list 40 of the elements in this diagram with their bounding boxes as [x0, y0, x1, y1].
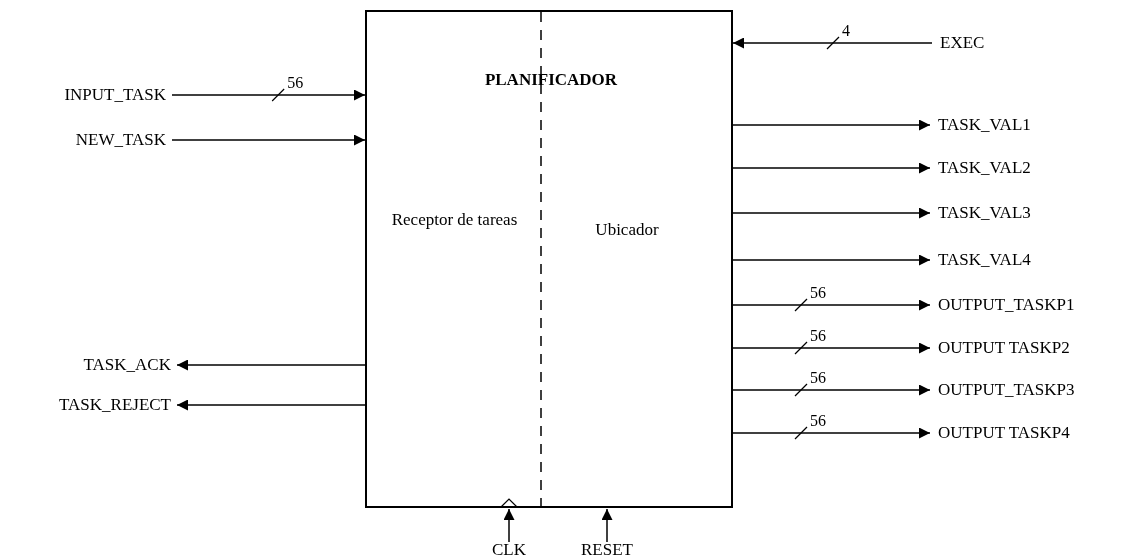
- signal-name: INPUT_TASK: [64, 85, 166, 105]
- block-title: PLANIFICADOR: [483, 69, 619, 91]
- signal-name: OUTPUT_TASKP3: [938, 380, 1075, 400]
- edge-label: 56: [809, 370, 827, 386]
- arrow: [732, 427, 931, 439]
- arrow: [171, 89, 366, 101]
- signal-name: TASK_ACK: [83, 355, 171, 375]
- arrow: [176, 399, 366, 411]
- arrow: [732, 119, 931, 131]
- edge-label: 56: [809, 285, 827, 301]
- edge-label: 56: [809, 328, 827, 344]
- block-section-label: Receptor de tareas: [390, 209, 519, 231]
- arrow: [732, 384, 931, 396]
- signal-name: OUTPUT_TASKP1: [938, 295, 1075, 315]
- edge-label: 56: [809, 413, 827, 429]
- arrow: [732, 299, 931, 311]
- edge-label: 4: [841, 23, 851, 39]
- signal-name: NEW_TASK: [75, 130, 166, 150]
- signal-name: OUTPUT TASKP4: [938, 423, 1070, 443]
- arrow: [601, 508, 613, 543]
- signal-name: TASK_VAL2: [938, 158, 1031, 178]
- arrow: [732, 162, 931, 174]
- block-section-label: Ubicador: [594, 219, 660, 241]
- arrow: [732, 254, 931, 266]
- arrow: [732, 207, 931, 219]
- signal-name: TASK_VAL3: [938, 203, 1031, 223]
- arrow: [732, 342, 931, 354]
- signal-name: EXEC: [940, 33, 985, 53]
- edge-label: 56: [286, 75, 305, 91]
- signal-name: OUTPUT TASKP2: [938, 338, 1070, 358]
- signal-name: RESET: [577, 540, 637, 559]
- arrow: [176, 359, 366, 371]
- signal-name: TASK_VAL4: [938, 250, 1031, 270]
- arrow: [503, 508, 515, 543]
- arrow: [732, 37, 933, 49]
- block-box: [365, 10, 733, 508]
- signal-name: TASK_VAL1: [938, 115, 1031, 135]
- signal-name: TASK_REJECT: [59, 395, 171, 415]
- arrow: [171, 134, 366, 146]
- signal-name: CLK: [479, 540, 539, 559]
